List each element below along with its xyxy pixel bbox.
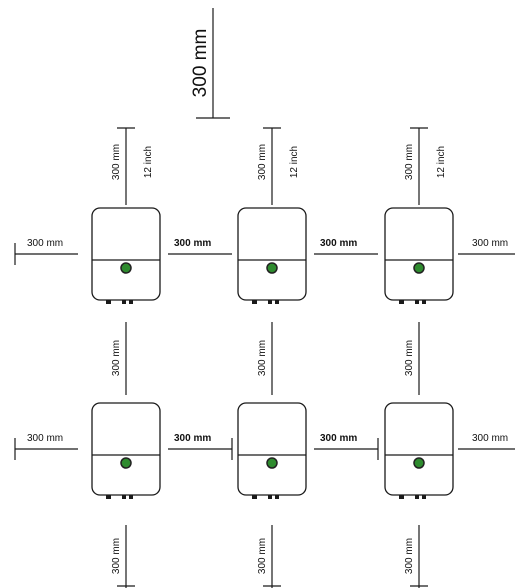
status-led-icon [413,457,425,469]
clearance-label-mm: 300 mm [320,433,357,444]
inverter-unit-icon [237,402,307,499]
clearance-label-mm: 300 mm [404,144,415,180]
top-clearance-label: 300 mm [190,29,211,98]
top-clearance-marker: 300 mm [190,8,230,119]
bottom-clearance: 300 mm 300 mm 300 mm [111,525,428,588]
clearance-label-mm: 300 mm [257,340,268,376]
clearance-label-mm: 300 mm [111,144,122,180]
status-led-icon [120,457,132,469]
status-led-icon [266,262,278,274]
clearance-label-inch: 12 inch [143,146,154,178]
clearance-label-mm: 300 mm [472,433,508,444]
clearance-label-mm: 300 mm [257,538,268,574]
row1-top-clearance: 300 mm 12 inch 300 mm 12 inch 300 mm 12 … [111,127,447,205]
row2-horizontal-clearance: 300 mm 300 mm 300 mm 300 mm [14,433,515,460]
status-led-icon [413,262,425,274]
clearance-label-mm: 300 mm [320,238,357,249]
clearance-label-mm: 300 mm [111,538,122,574]
clearance-label-mm: 300 mm [404,538,415,574]
clearance-label-mm: 300 mm [174,433,211,444]
clearance-label-mm: 300 mm [472,238,508,249]
clearance-label-mm: 300 mm [257,144,268,180]
clearance-label-mm: 300 mm [111,340,122,376]
status-led-icon [120,262,132,274]
inverter-unit-icon [91,207,161,304]
inverter-unit-icon [384,207,454,304]
clearance-label-inch: 12 inch [436,146,447,178]
status-led-icon [266,457,278,469]
between-rows-clearance: 300 mm 300 mm 300 mm [111,322,420,395]
row1-horizontal-clearance: 300 mm 300 mm 300 mm 300 mm [14,238,515,265]
clearance-label-mm: 300 mm [27,433,63,444]
clearance-label-mm: 300 mm [174,238,211,249]
clearance-label-mm: 300 mm [404,340,415,376]
inverter-unit-icon [384,402,454,499]
inverter-unit-icon [237,207,307,304]
clearance-label-inch: 12 inch [289,146,300,178]
inverter-unit-icon [91,402,161,499]
clearance-label-mm: 300 mm [27,238,63,249]
